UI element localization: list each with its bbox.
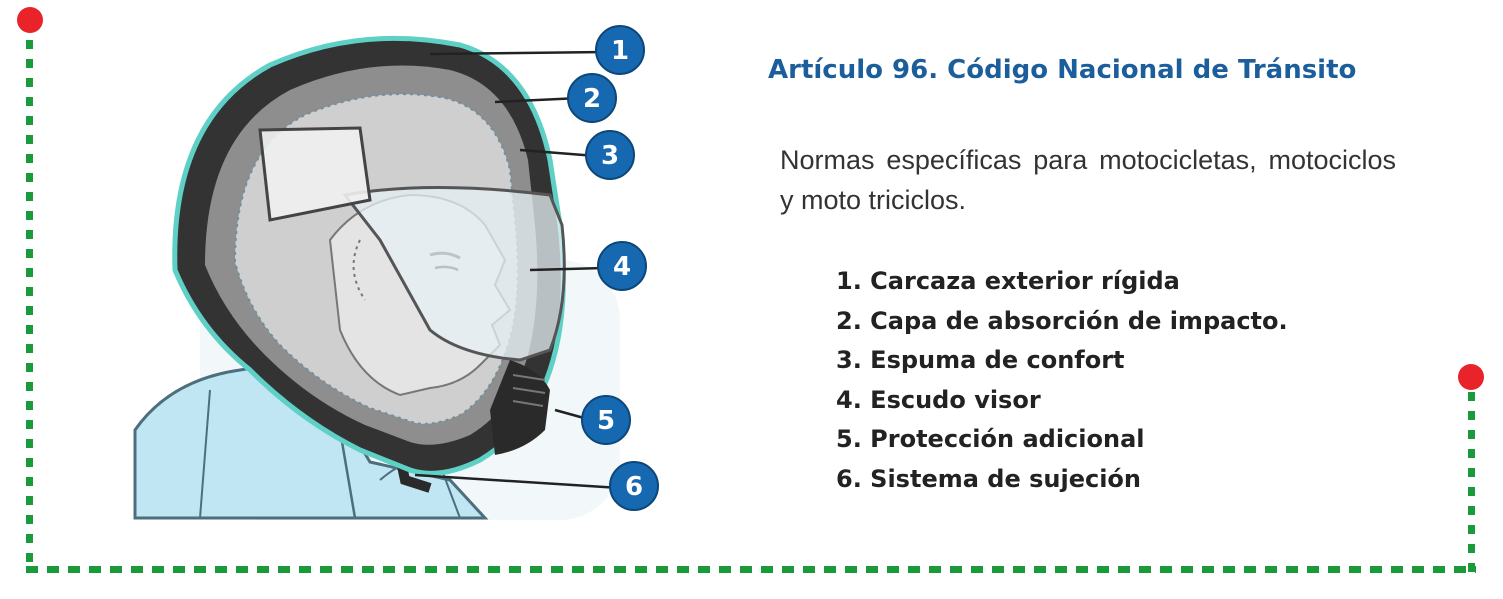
jacket-fold — [199, 389, 211, 519]
list-item: 4. Escudo visor — [836, 385, 1041, 414]
ear — [352, 239, 366, 301]
visor-window — [258, 126, 372, 222]
chin-vent — [512, 374, 546, 407]
svg-text:4: 4 — [613, 252, 631, 282]
frame-line-bottom — [26, 566, 1476, 573]
callout-1: 1 — [595, 25, 645, 75]
svg-text:2: 2 — [583, 84, 601, 114]
list-item: 3. Espuma de confort — [836, 346, 1125, 374]
list-item: 1. Carcaza exterior rígida — [836, 267, 1180, 295]
callout-3: 3 — [585, 130, 635, 180]
frame-line-left — [26, 40, 33, 572]
callout-6: 6 — [609, 461, 659, 511]
frame-dot-right — [1458, 364, 1484, 390]
list-item: 6. Sistema de sujeción — [836, 464, 1141, 493]
svg-text:3: 3 — [601, 141, 619, 171]
helmet-chin-guard — [490, 360, 550, 455]
intro-paragraph: Normas específicas para motocicletas, mo… — [780, 145, 1396, 215]
helmet-parts-list: 1. Carcaza exterior rígida 2. Capa de ab… — [836, 262, 1288, 499]
page-title: Artículo 96. Código Nacional de Tránsito — [768, 55, 1357, 85]
svg-text:5: 5 — [597, 406, 615, 436]
helmet-diagram-icon: 1 2 3 4 5 6 — [133, 25, 659, 520]
callout-4: 4 — [597, 241, 647, 291]
frame-dot-top-left — [17, 7, 43, 33]
callout-5: 5 — [581, 395, 631, 445]
leader-lines — [414, 50, 621, 490]
callout-2: 2 — [567, 73, 617, 123]
frame-line-right — [1468, 392, 1475, 572]
visor — [342, 186, 566, 362]
svg-text:1: 1 — [611, 36, 629, 66]
list-item: 2. Capa de absorción de impacto. — [836, 306, 1288, 335]
list-item: 5. Protección adicional — [836, 425, 1145, 453]
svg-text:6: 6 — [625, 472, 643, 502]
